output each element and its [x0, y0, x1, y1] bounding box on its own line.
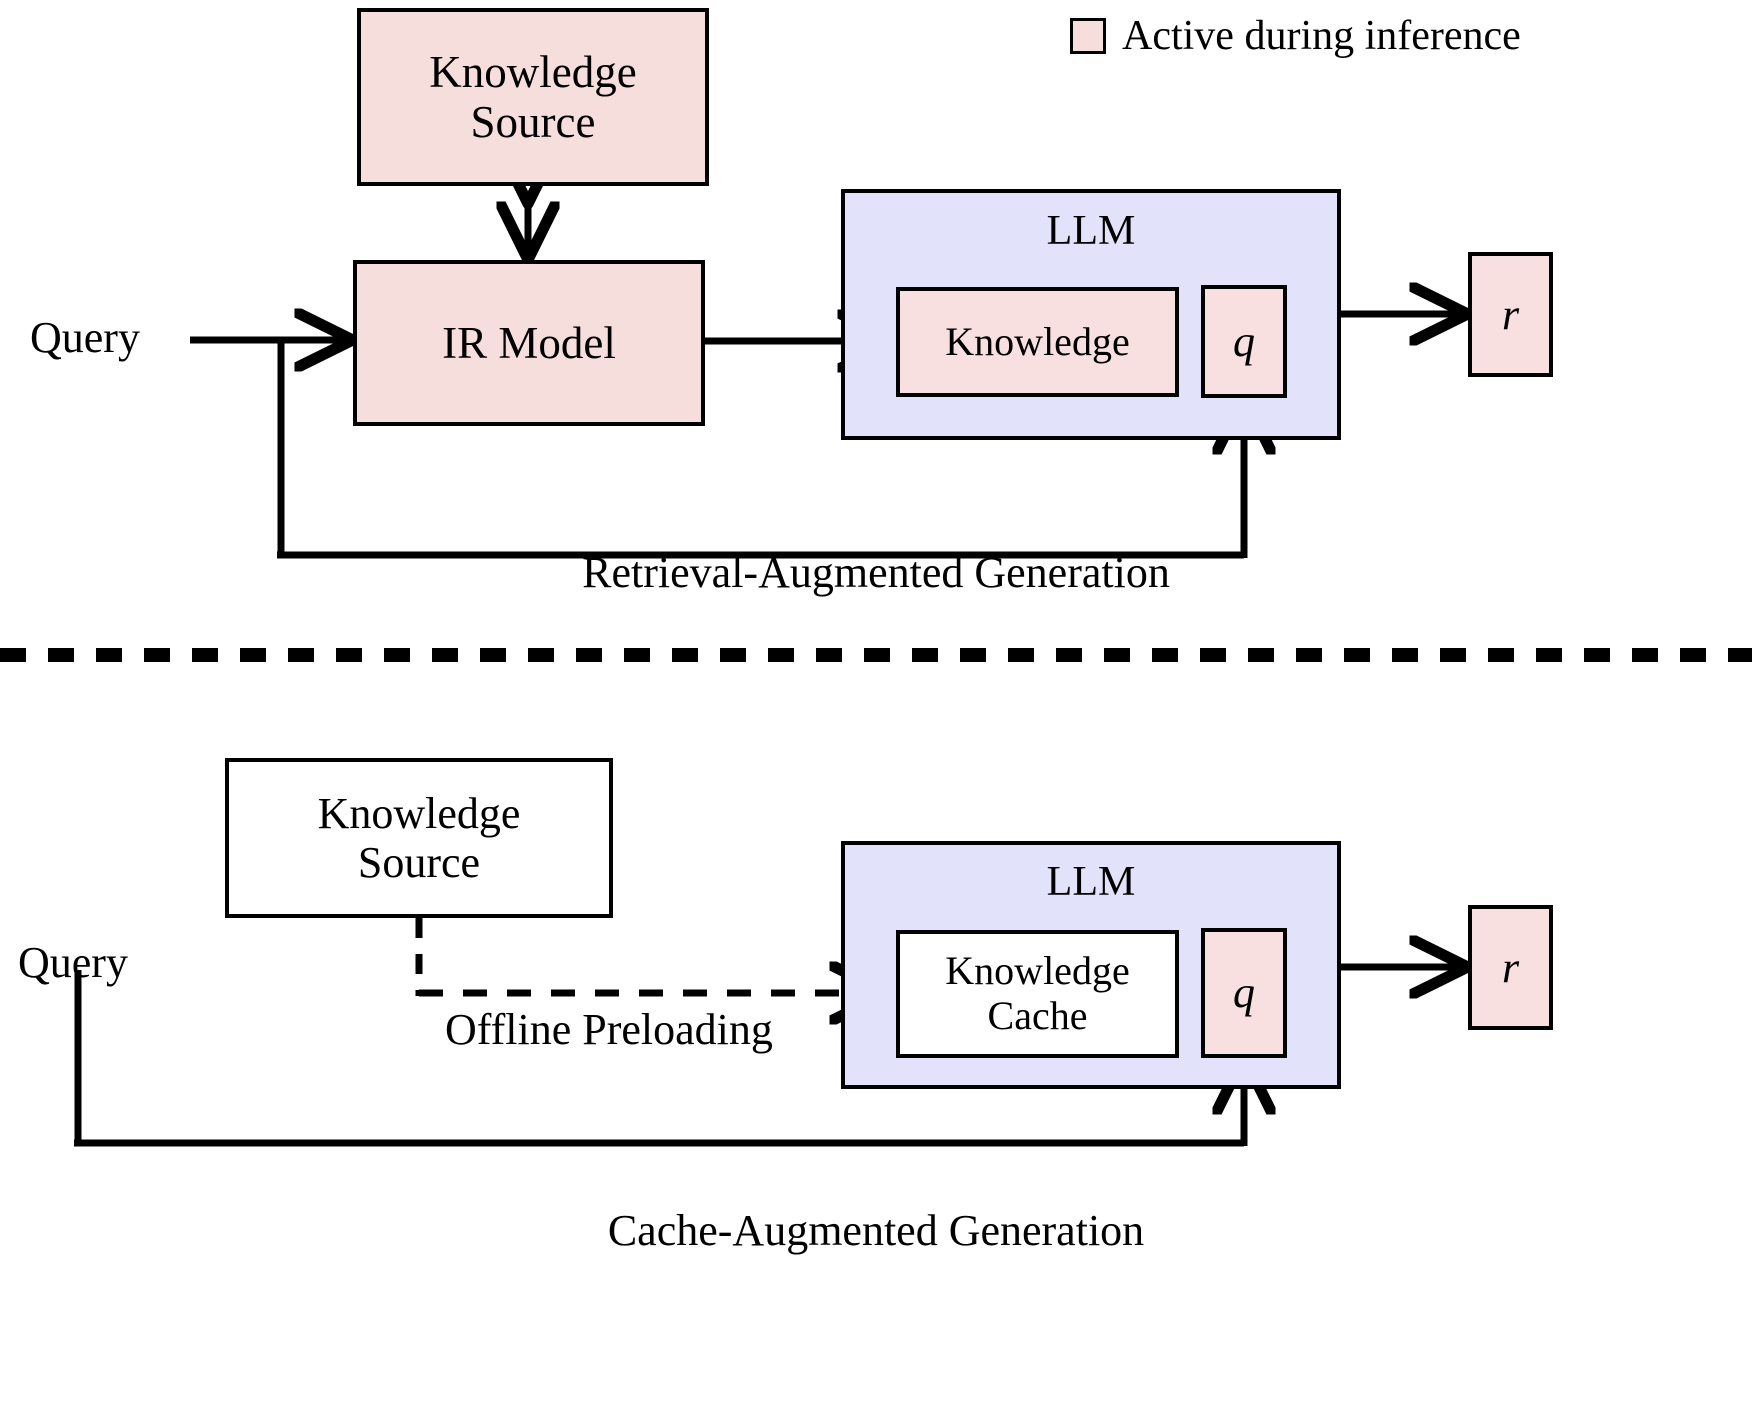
r-label-cag: r [1501, 942, 1520, 992]
r-box-rag[interactable]: r [1468, 252, 1553, 377]
knowledge-cache-line2: Cache [987, 993, 1088, 1038]
knowledge-source-box-rag[interactable]: Knowledge Source [357, 8, 709, 186]
q-label-rag: q [1233, 316, 1255, 366]
caption-rag: Retrieval-Augmented Generation [582, 548, 1170, 597]
llm-label-cag: LLM [1046, 859, 1136, 905]
knowledge-source-line1-cag: Knowledge [317, 788, 521, 838]
offline-preloading-label: Offline Preloading [445, 1005, 773, 1054]
caption-cag: Cache-Augmented Generation [607, 1206, 1145, 1255]
ir-model-box[interactable]: IR Model [353, 260, 705, 426]
q-box-cag[interactable]: q [1201, 928, 1287, 1058]
llm-label-rag: LLM [1046, 208, 1136, 254]
knowledge-source-line2-rag: Source [470, 97, 596, 147]
ir-model-label: IR Model [442, 317, 616, 368]
knowledge-source-line1-rag: Knowledge [429, 46, 637, 97]
q-box-rag[interactable]: q [1201, 285, 1287, 398]
r-box-cag[interactable]: r [1468, 905, 1553, 1030]
legend-swatch-active-icon [1070, 18, 1106, 54]
knowledge-source-box-cag[interactable]: Knowledge Source [225, 758, 613, 918]
query-label-rag: Query [30, 313, 140, 362]
legend-label: Active during inference [1122, 13, 1521, 59]
knowledge-source-line2-cag: Source [357, 838, 481, 887]
r-label-rag: r [1501, 289, 1520, 339]
knowledge-cache-line1: Knowledge [945, 948, 1130, 994]
q-label-cag: q [1233, 968, 1255, 1018]
knowledge-cache-box[interactable]: Knowledge Cache [896, 930, 1179, 1058]
knowledge-box-rag[interactable]: Knowledge [896, 287, 1179, 397]
query-label-cag: Query [18, 938, 128, 987]
knowledge-label-rag: Knowledge [945, 318, 1130, 364]
